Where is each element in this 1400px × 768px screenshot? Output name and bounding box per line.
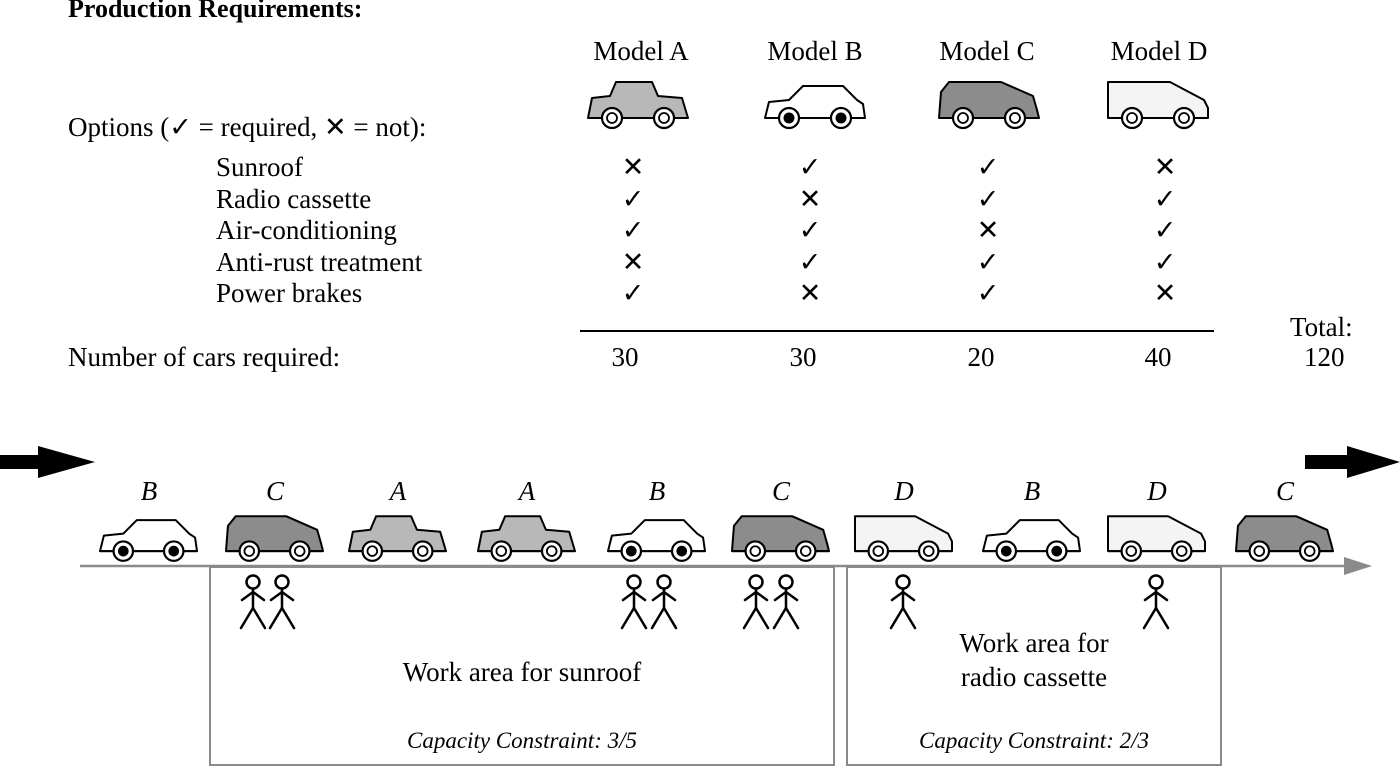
line-car-1 xyxy=(98,519,199,562)
mark-aircon-a: ✓ xyxy=(621,215,645,245)
mark-aircon-c: ✕ xyxy=(976,215,1000,245)
conveyor-line xyxy=(80,557,1372,575)
mark-radio-b: ✕ xyxy=(798,184,822,214)
model-d-car-icon xyxy=(1107,81,1209,130)
option-label-radio-cassette: Radio cassette xyxy=(216,184,372,214)
worker-icon xyxy=(239,574,267,630)
page-title: Production Requirements: xyxy=(68,0,363,23)
mark-brakes-a: ✓ xyxy=(621,278,645,308)
mark-sunroof-b: ✓ xyxy=(798,152,822,182)
work-area-radio-label-line1: Work area for xyxy=(959,628,1109,658)
line-car-2 xyxy=(224,515,325,562)
mark-sunroof-c: ✓ xyxy=(976,152,1000,182)
summary-divider xyxy=(580,330,1214,332)
line-car-3 xyxy=(347,515,448,562)
model-b-name: Model B xyxy=(767,36,863,66)
mark-antirust-d: ✓ xyxy=(1153,247,1177,277)
count-model-b: 30 xyxy=(789,342,817,372)
radio-capacity-constraint: Capacity Constraint: 2/3 xyxy=(919,728,1149,753)
mark-antirust-c: ✓ xyxy=(976,247,1000,277)
total-label: Total: xyxy=(1290,312,1353,342)
options-legend: Options (✓ = required, ✕ = not): xyxy=(68,112,427,142)
worker-icon xyxy=(1142,574,1170,630)
line-car-6 xyxy=(730,515,831,562)
mark-aircon-d: ✓ xyxy=(1153,215,1177,245)
arrow-out-icon xyxy=(1305,446,1400,478)
mark-radio-d: ✓ xyxy=(1153,184,1177,214)
model-a-name: Model A xyxy=(593,36,689,66)
option-label-power-brakes: Power brakes xyxy=(216,278,363,308)
line-car-letter: B xyxy=(1023,476,1041,506)
line-car-9 xyxy=(1106,515,1207,562)
mark-antirust-a: ✕ xyxy=(621,247,645,277)
line-car-letter: C xyxy=(265,476,284,506)
worker-icon xyxy=(742,574,770,630)
line-car-letter: B xyxy=(140,476,158,506)
mark-sunroof-d: ✕ xyxy=(1153,152,1177,182)
mark-brakes-d: ✕ xyxy=(1153,278,1177,308)
mark-antirust-b: ✓ xyxy=(798,247,822,277)
model-d-name: Model D xyxy=(1110,36,1208,66)
mark-radio-c: ✓ xyxy=(976,184,1000,214)
line-car-5 xyxy=(606,519,707,562)
worker-icon xyxy=(889,574,917,630)
line-car-8 xyxy=(981,519,1082,562)
worker-icon xyxy=(620,574,648,630)
line-car-letter: D xyxy=(894,476,914,506)
option-label-sunroof: Sunroof xyxy=(216,152,303,182)
line-car-letter: A xyxy=(518,476,536,506)
model-b-car-icon xyxy=(764,85,866,130)
worker-icon xyxy=(772,574,800,630)
line-car-letter: A xyxy=(389,476,407,506)
count-model-d: 40 xyxy=(1144,342,1172,372)
mark-sunroof-a: ✕ xyxy=(621,152,645,182)
work-area-sunroof-label: Work area for sunroof xyxy=(402,657,642,687)
line-car-letter: B xyxy=(648,476,666,506)
sunroof-capacity-constraint: Capacity Constraint: 3/5 xyxy=(407,728,637,753)
count-model-a: 30 xyxy=(611,342,639,372)
arrow-in-icon xyxy=(0,446,95,478)
mark-aircon-b: ✓ xyxy=(798,215,822,245)
option-label-anti-rust: Anti-rust treatment xyxy=(216,247,423,277)
model-a-car-icon xyxy=(587,81,689,130)
option-label-air-conditioning: Air-conditioning xyxy=(216,215,397,245)
line-car-4 xyxy=(476,515,577,562)
work-area-radio-label-line2: radio cassette xyxy=(960,662,1108,692)
count-model-c: 20 xyxy=(967,342,995,372)
line-car-10 xyxy=(1234,515,1335,562)
total-value: 120 xyxy=(1304,342,1345,372)
mark-brakes-c: ✓ xyxy=(976,278,1000,308)
cars-required-label: Number of cars required: xyxy=(68,342,341,372)
line-car-letter: C xyxy=(1275,476,1294,506)
model-c-car-icon xyxy=(938,81,1040,130)
line-car-7 xyxy=(853,515,954,562)
line-car-letter: C xyxy=(771,476,790,506)
worker-icon xyxy=(650,574,678,630)
line-car-letter: D xyxy=(1147,476,1167,506)
worker-icon xyxy=(268,574,296,630)
model-c-name: Model C xyxy=(939,36,1035,66)
mark-brakes-b: ✕ xyxy=(798,278,822,308)
mark-radio-a: ✓ xyxy=(621,184,645,214)
